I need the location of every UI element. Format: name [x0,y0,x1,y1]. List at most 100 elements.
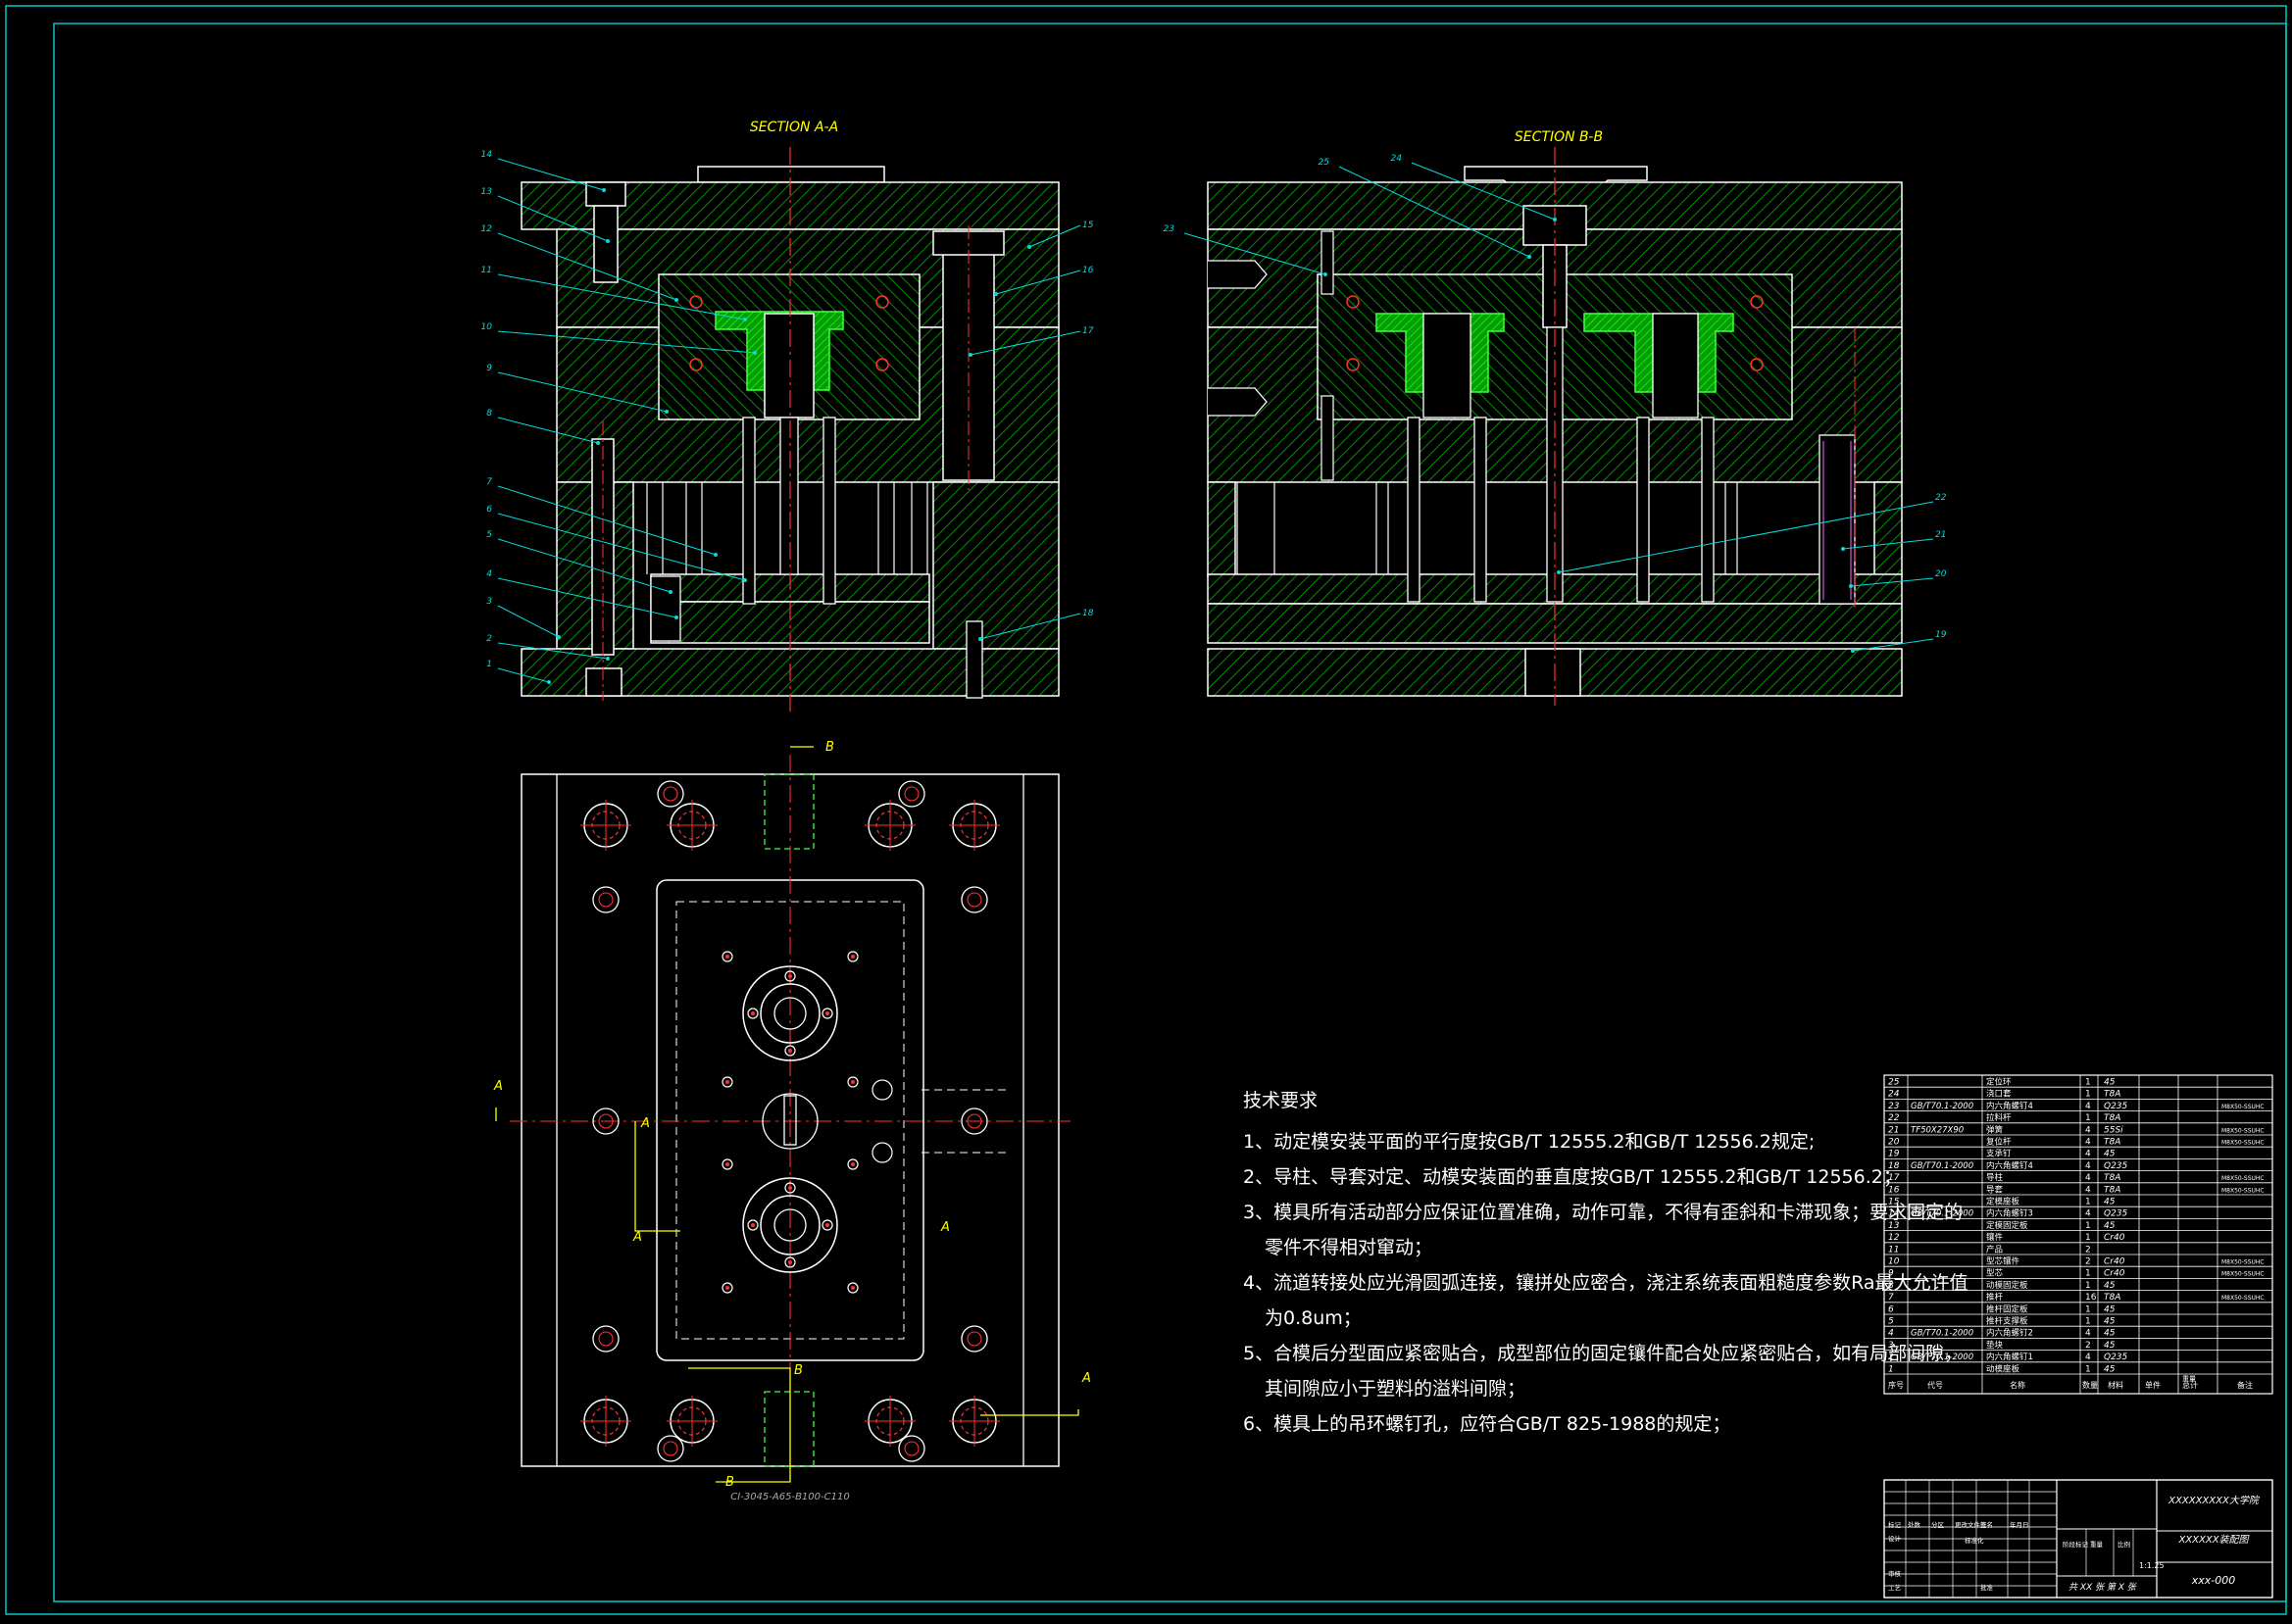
bom-no: 17 [1888,1173,1900,1183]
ejector-pin-hole [722,1076,733,1088]
balloon-label: 22 [1935,493,1947,503]
bom-name: 型芯镶件 [1986,1256,2020,1267]
bom-no: 12 [1888,1233,1900,1243]
bom-name: 内六角螺钉3 [1986,1208,2033,1219]
bom-name: 弹簧 [1986,1124,2004,1135]
bom-qty: 1 [2085,1269,2091,1279]
note-line: 3、模具所有活动部分应保证位置准确，动作可靠，不得有歪斜和卡滞现象；要求固定的 [1243,1202,1964,1223]
bom-no: 6 [1888,1304,1894,1314]
bom-name: 导柱 [1986,1172,2004,1183]
bom-mat: Cr40 [2104,1257,2125,1267]
bom-no: 4 [1888,1329,1894,1339]
balloon-label: 7 [486,477,492,487]
bom-name: 内六角螺钉2 [1986,1328,2033,1339]
bom-header: 代号 [1927,1380,1943,1390]
bolt-hole [657,780,684,808]
section-aa-view: SECTION A-A [481,120,1094,715]
bom-no: 1 [1888,1364,1894,1374]
bolt-hole [592,1107,620,1135]
bom-name: 推杆 [1986,1292,2004,1303]
balloon-label: 14 [481,150,493,160]
bom-name: 型芯 [1986,1268,2004,1279]
bolt-hole [961,1325,988,1353]
ejector-pin-hole [822,1219,833,1231]
bom-name: 推杆支撑板 [1986,1316,2028,1327]
bom-name: 复位杆 [1986,1137,2012,1148]
balloon-label: 10 [481,322,493,332]
bom-mat: 45 [2104,1364,2116,1374]
bom-no: 20 [1888,1138,1900,1148]
bom-name: 动模固定板 [1986,1280,2028,1291]
bom-mat: 45 [2104,1281,2116,1291]
bom-qty: 1 [2085,1113,2091,1123]
ejector-pin-hole [747,1219,759,1231]
balloon-label: 11 [481,266,492,275]
bom-qty: 4 [2085,1161,2091,1171]
title-block-label: 年月日 [2010,1520,2029,1529]
bom-no: 3 [1888,1341,1894,1351]
note-line: 6、模具上的吊环螺钉孔，应符合GB/T 825-1988的规定； [1243,1413,1731,1435]
title-block-label: 工艺 [1888,1584,1902,1592]
bom-qty: 1 [2085,1221,2091,1231]
bom-no: 25 [1888,1078,1900,1088]
bolt-hole [961,1107,988,1135]
bom-mat: Q235 [2104,1209,2128,1219]
bom-note: M8X50-SSUHC [2221,1140,2265,1147]
bom-name: 动模座板 [1986,1363,2020,1374]
bom-note: M8X50-SSUHC [2221,1295,2265,1302]
bom-mat: Q235 [2104,1102,2128,1111]
ejector-pin-hole [847,951,859,962]
bom-note: M8X50-SSUHC [2221,1271,2265,1278]
balloon-label: 16 [1082,266,1094,275]
school-name: XXXXXXXXX大学院 [2167,1495,2261,1506]
title-block-label: 重量 [2090,1541,2104,1549]
bolt-hole [592,1325,620,1353]
bom-mat: 45 [2104,1304,2116,1314]
balloon-label: 18 [1082,609,1094,618]
bom-header: 名称 [2010,1380,2025,1390]
title-block-label: 审核 [1888,1569,1902,1578]
bom-mat: 55Si [2104,1125,2123,1135]
bom-std: TF50X27X90 [1911,1125,1964,1135]
bom-header: 材料 [2108,1380,2123,1390]
bom-std: GB/T70.1-2000 [1911,1102,1973,1111]
bom-note: M8X50-SSUHC [2221,1127,2265,1134]
balloon-label: 23 [1164,224,1175,234]
note-line: 5、合模后分型面应紧密贴合，成型部位的固定镶件配合处应紧密贴合，如有局部间隙， [1243,1343,1964,1364]
bom-note: M8X50-SSUHC [2221,1175,2265,1182]
bom-qty: 1 [2085,1364,2091,1374]
section-marker-a-low: A [632,1230,642,1245]
section-marker-b-mid: B [794,1363,803,1378]
balloon-label: 3 [486,597,492,607]
section-marker-b-top: B [825,740,834,755]
ejector-pin-hole [847,1282,859,1294]
bom-qty: 4 [2085,1209,2091,1219]
bom-no: 2 [1888,1353,1894,1362]
drawing-name: XXXXXX装配图 [2177,1534,2250,1546]
bom-mat: 45 [2104,1341,2116,1351]
bom-qty: 16 [2085,1293,2097,1303]
plan-view: B A A A A A B B CI-3045-A65-B100-C110 [493,740,1091,1502]
title-block-label: 分区 [1931,1520,1945,1529]
balloon-label: 1 [486,660,492,669]
bom-mat: T8A [2104,1138,2120,1148]
balloon-label: 9 [486,364,492,373]
bom-qty: 4 [2085,1353,2091,1362]
bom-header-weight: 重量 [2182,1375,2196,1383]
bom-header: 数量 [2082,1380,2098,1390]
bom-qty: 4 [2085,1125,2091,1135]
bom-mat: T8A [2104,1293,2120,1303]
title-block-label: 批准 [1980,1583,1994,1592]
bom-qty: 4 [2085,1138,2091,1148]
bom-mat: 45 [2104,1317,2116,1327]
bom-no: 8 [1888,1281,1894,1291]
balloon-label: 21 [1935,530,1946,540]
section-bb-title: SECTION B-B [1515,129,1603,145]
bom-no: 9 [1888,1269,1894,1279]
note-line: 为0.8um； [1265,1307,1362,1329]
cooling-plug [872,1142,893,1163]
balloon-label: 13 [481,187,493,197]
section-marker-a-left: A [493,1079,503,1094]
